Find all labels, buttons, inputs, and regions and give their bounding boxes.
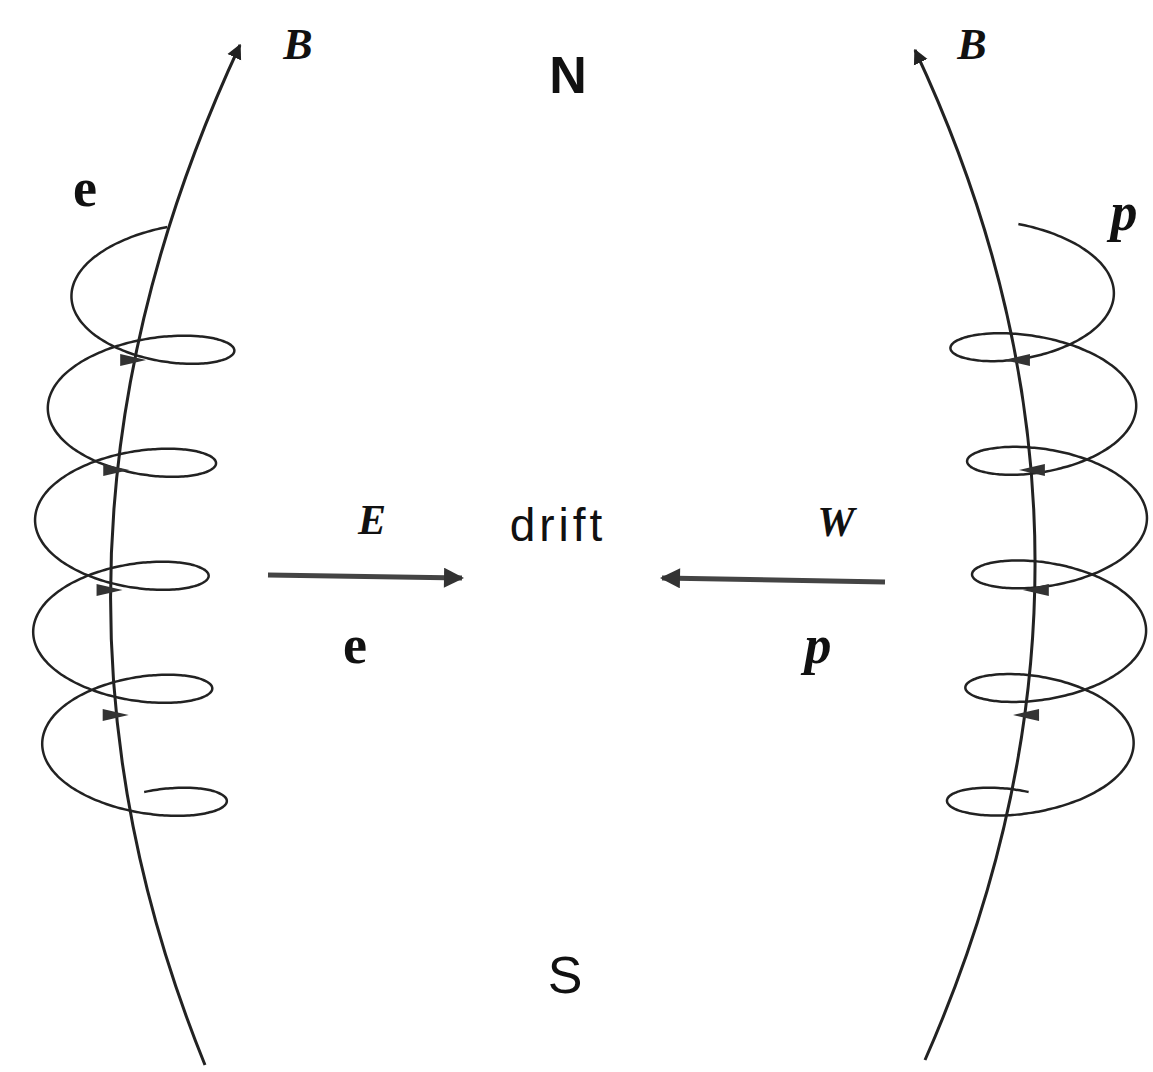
gyration-arrowhead: [1013, 709, 1039, 721]
drift-arrow: [662, 578, 885, 582]
gyration-arrowhead: [1004, 354, 1030, 366]
drift-label: drift: [510, 502, 607, 548]
field-line: [111, 45, 240, 1065]
gyration-helix: [947, 224, 1147, 816]
drift-label: W: [817, 501, 854, 543]
particle-label: p: [805, 618, 832, 672]
gyration-arrowhead: [97, 584, 123, 596]
pole-label: S: [548, 949, 583, 1001]
field-label: B: [283, 23, 312, 67]
particle-label: e: [343, 618, 367, 672]
gyration-helix: [33, 227, 234, 816]
particle-label: e: [73, 161, 97, 215]
particle-label: p: [1111, 185, 1138, 239]
gyration-arrowhead: [1019, 464, 1045, 476]
gyration-arrowhead: [103, 709, 129, 721]
gyration-arrowhead: [120, 354, 146, 366]
gyration-arrowhead: [103, 464, 129, 476]
field-label: B: [957, 23, 986, 67]
drift-arrow: [268, 575, 462, 578]
pole-label: N: [549, 49, 587, 101]
drift-label: E: [358, 499, 386, 541]
field-line: [915, 50, 1035, 1060]
gyration-arrowhead: [1023, 584, 1049, 596]
